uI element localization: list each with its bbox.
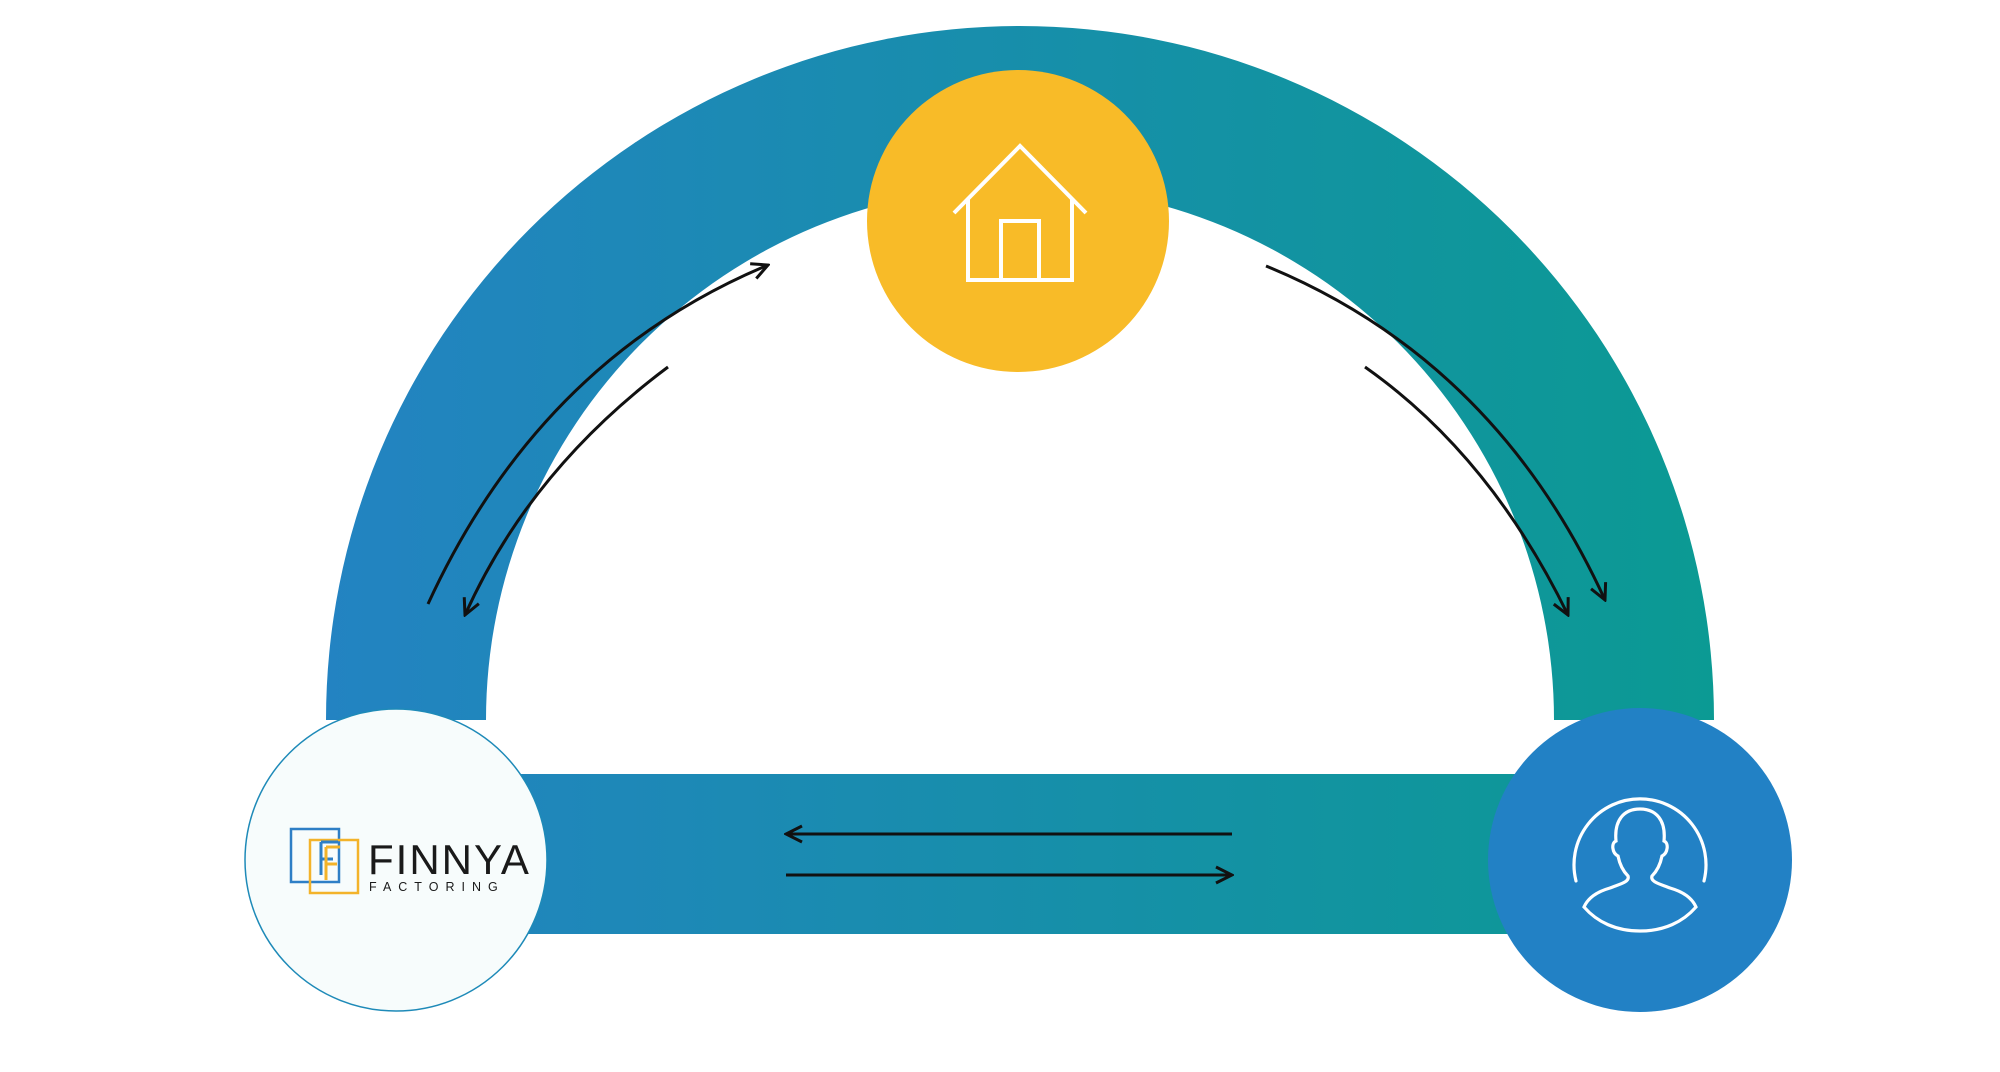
person-icon — [1572, 797, 1708, 933]
business-node — [867, 70, 1169, 372]
finnya-logo-subtitle: FACTORING — [369, 880, 505, 894]
finnya-logo: FINNYA FACTORING — [289, 827, 531, 895]
customer-node — [1488, 708, 1792, 1012]
arrow-left-arc-up — [426, 265, 768, 605]
finnya-logo-mark — [289, 827, 360, 895]
arrow-right-arc-outer — [1265, 264, 1605, 600]
bottom-band — [396, 774, 1644, 934]
arrow-left-arc-down — [465, 365, 669, 615]
arch-band — [326, 26, 1714, 720]
customer-node-circle — [1488, 708, 1792, 1012]
factoring-node-circle — [244, 708, 548, 1012]
arrow-right-arc-inner — [1364, 365, 1568, 615]
finnya-logo-name: FINNYA — [368, 836, 531, 883]
factoring-node: FINNYA FACTORING — [244, 708, 548, 1012]
house-icon — [952, 143, 1088, 282]
